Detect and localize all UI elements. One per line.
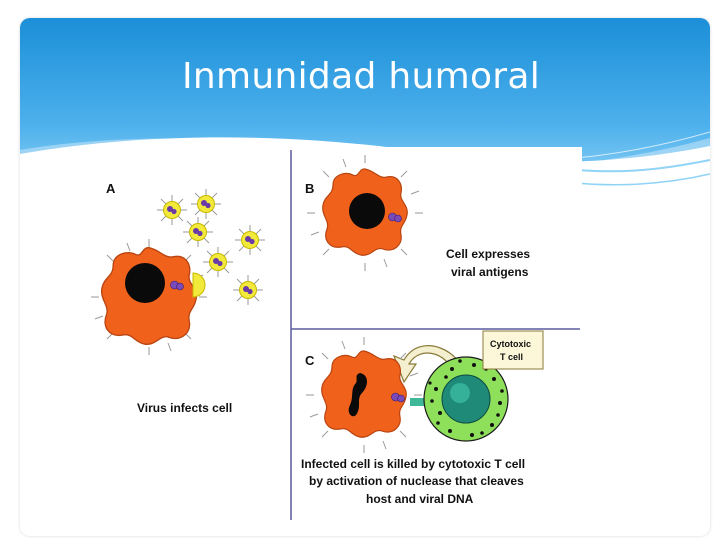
panel-b: B Cell expresses viral antigens <box>305 154 530 279</box>
virus-icon <box>202 246 234 278</box>
t-cell-label-box: Cytotoxic T cell <box>482 330 544 370</box>
virus-icon <box>190 188 222 220</box>
virus-icon <box>232 274 264 306</box>
panel-b-letter: B <box>305 181 314 196</box>
panel-c-letter: C <box>305 353 315 368</box>
t-cell-label-line1: Cytotoxic <box>490 339 531 349</box>
infected-cell-c <box>305 336 423 454</box>
panel-b-caption-line1: Cell expresses <box>446 247 530 261</box>
virus-icon <box>156 194 188 226</box>
panel-c-caption-line2: by activation of nuclease that cleaves <box>309 474 524 488</box>
panel-c: C Cytotoxic T cell <box>301 330 544 506</box>
nucleus <box>349 193 385 229</box>
attack-arrow <box>392 345 469 384</box>
granules <box>428 359 504 437</box>
cytotoxic-t-cell <box>423 356 509 442</box>
panel-a-caption: Virus infects cell <box>137 401 232 415</box>
infected-cell-b <box>306 154 424 272</box>
virus-icon <box>182 216 214 248</box>
nucleus <box>125 263 165 303</box>
infected-cell-a <box>90 238 208 356</box>
panel-c-caption-line3: host and viral DNA <box>366 492 474 506</box>
virus-entering-icon <box>192 272 206 298</box>
fragmented-nucleus <box>348 373 367 417</box>
t-cell-label-line2: T cell <box>500 352 523 362</box>
panel-c-caption-line1: Infected cell is killed by cytotoxic T c… <box>301 457 525 471</box>
panel-a-letter: A <box>106 181 116 196</box>
panel-b-caption-line2: viral antigens <box>451 265 529 279</box>
slide-title: Inmunidad humoral <box>182 56 541 97</box>
virus-icon <box>234 224 266 256</box>
panel-a: A Virus infects cell <box>90 181 266 415</box>
